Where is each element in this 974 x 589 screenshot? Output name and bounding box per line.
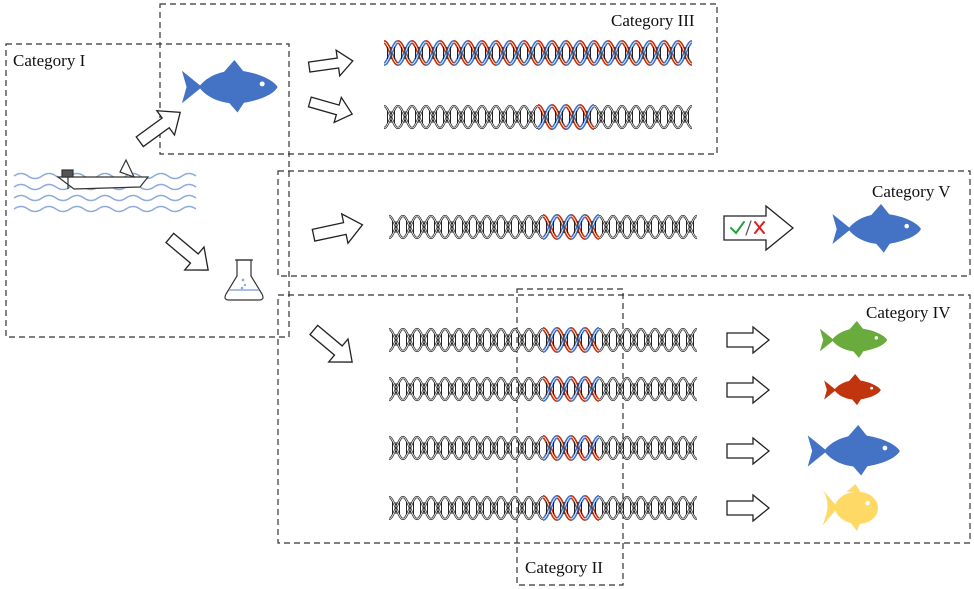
category-iv-label: Category IV (864, 303, 953, 322)
category-i-frame (5, 43, 290, 338)
check-cross-icon (730, 220, 765, 236)
flask-icon (224, 259, 264, 301)
dna-sequences (383, 40, 698, 521)
fish-icon-result (832, 204, 921, 253)
arrow-to-sequence-full (307, 48, 354, 78)
dna-strand-row-1 (388, 327, 698, 353)
fish-icon-blue (807, 425, 900, 476)
fish-icon-green (819, 321, 888, 358)
category-v-label: Category V (870, 182, 953, 201)
fish-icon-red (824, 374, 881, 406)
boat-icon (56, 158, 150, 190)
dna-strand-row-3 (388, 435, 698, 461)
category-v-frame (277, 170, 971, 277)
arrow-row-2 (726, 375, 771, 405)
category-iii-label: Category III (609, 11, 697, 30)
dna-strand-row-2 (388, 376, 698, 402)
category-iv-frame (277, 294, 971, 544)
arrow-to-category-iv (309, 324, 353, 363)
arrow-to-flask (165, 232, 209, 271)
arrow-to-sequence-partial (307, 95, 354, 124)
category-ii-label: Category II (523, 558, 605, 577)
dna-strand-cat5 (388, 214, 698, 240)
arrow-row-1 (726, 325, 771, 355)
dna-strand-row-4 (388, 495, 698, 521)
dna-strand-full (383, 40, 693, 66)
arrow-row-4 (726, 493, 771, 523)
arrow-boat-to-fish (135, 110, 182, 148)
goldfish-icon-yellow (822, 484, 879, 532)
category-i-label: Category I (11, 51, 88, 70)
category-iii-frame (159, 3, 718, 155)
arrow-row-3 (726, 436, 771, 466)
fish-icon (181, 60, 278, 113)
dna-strand-partial (383, 104, 693, 130)
arrow-to-category-v (311, 212, 364, 245)
